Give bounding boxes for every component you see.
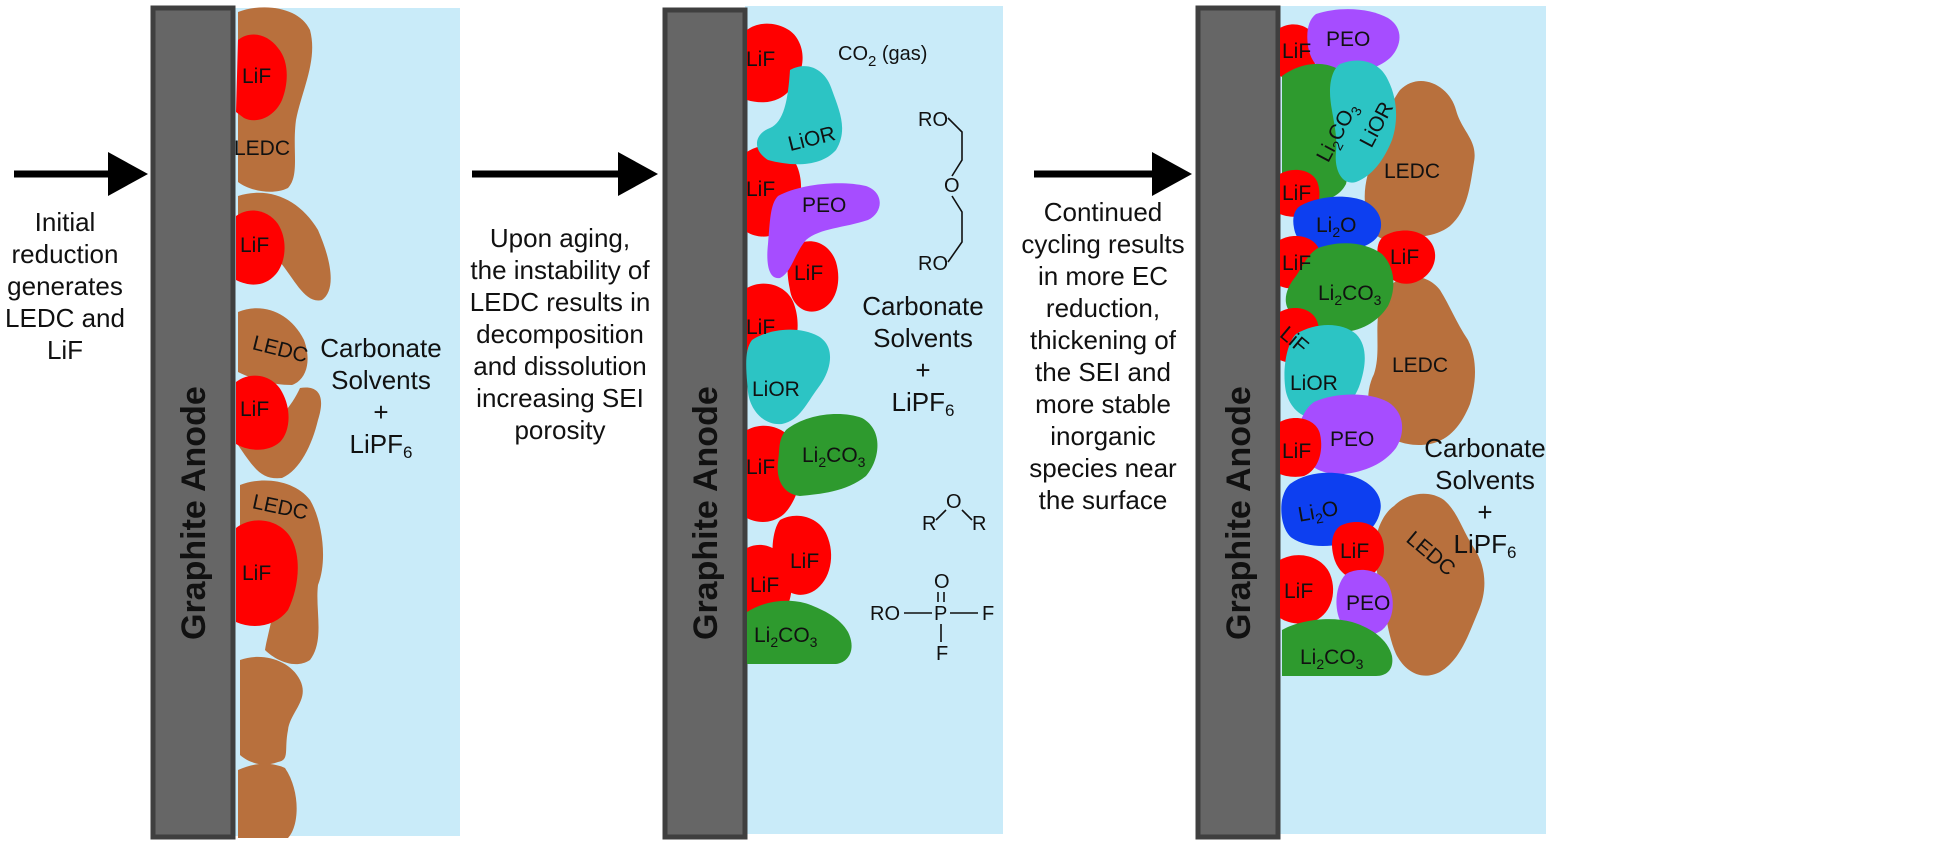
co2-gas-label: CO2 (gas) xyxy=(838,43,927,70)
lif-blob xyxy=(1280,555,1334,624)
lior-blob xyxy=(1330,60,1397,183)
peo-blob xyxy=(1297,394,1403,475)
label-peo: PEO xyxy=(802,194,846,217)
label-lif: LiF xyxy=(794,262,823,285)
mol-f-bottom: F xyxy=(936,643,948,665)
solvent-label-1: Carbonate Solvents + LiPF6 xyxy=(320,333,442,462)
label-lif: LiF xyxy=(1282,252,1311,275)
label-lif: LiF xyxy=(746,48,775,71)
lior-blob xyxy=(746,329,831,425)
mol-r-left: R xyxy=(922,513,936,535)
anode-label-1: Graphite Anode xyxy=(175,386,213,640)
label-li2o: Li2O xyxy=(1296,497,1340,530)
panel-1: Graphite Anode LiF LEDC LiF LEDC LiF LED… xyxy=(150,5,460,840)
label-lif: LiF xyxy=(746,456,775,479)
lif-blob xyxy=(1377,230,1436,284)
lif-blob xyxy=(1280,418,1322,477)
lif-blob xyxy=(236,375,289,450)
label-peo: PEO xyxy=(1330,428,1374,451)
ror-molecule: R O R xyxy=(922,491,986,535)
label-lif: LiF xyxy=(1282,40,1311,63)
lif-blob xyxy=(236,520,298,626)
lif-blob xyxy=(1332,522,1384,579)
arrow-1 xyxy=(14,152,148,196)
label-ledc: LEDC xyxy=(1392,354,1448,377)
mol-ro-p: RO xyxy=(870,603,900,625)
mol-bonds xyxy=(947,117,963,177)
ledc-blob xyxy=(240,656,303,765)
lif-blob xyxy=(772,515,832,595)
peo-blob xyxy=(1307,9,1400,73)
graphite-anode-1 xyxy=(150,5,236,840)
anode-label-2: Graphite Anode xyxy=(687,386,725,640)
label-li2co3: Li2CO3 xyxy=(1300,646,1364,672)
ether-molecule: RO O RO xyxy=(918,109,963,275)
label-lior: LiOR xyxy=(752,378,800,401)
mol-bond xyxy=(961,509,973,521)
label-lif: LiF xyxy=(242,65,271,88)
lior-blob xyxy=(756,66,843,165)
label-lif: LiF xyxy=(1390,246,1419,269)
graphite-anode-2 xyxy=(662,7,748,840)
label-lif: LiF xyxy=(746,316,775,339)
ledc-blob xyxy=(1375,493,1485,676)
label-ledc: LEDC xyxy=(1384,160,1440,183)
peo-blob xyxy=(1336,569,1393,636)
label-li2co3: Li2CO3 xyxy=(1318,282,1382,308)
mol-ro-bottom: RO xyxy=(918,253,948,275)
mol-bond xyxy=(935,509,947,521)
mol-r-right: R xyxy=(972,513,986,535)
phosphate-molecule: O RO P F F xyxy=(870,571,994,665)
label-lif: LiF xyxy=(1284,580,1313,603)
peo-blob xyxy=(767,183,880,279)
label-lif: LiF xyxy=(1282,440,1311,463)
arrow-3 xyxy=(1034,152,1192,196)
caption-step-2: Upon aging, the instability of LEDC resu… xyxy=(469,223,651,445)
label-lif: LiF xyxy=(790,550,819,573)
label-li2o: Li2O xyxy=(1316,214,1357,240)
label-lior: LiOR xyxy=(1290,372,1338,395)
graphite-anode-3 xyxy=(1195,5,1281,840)
arrow-2 xyxy=(472,152,658,196)
lif-blob xyxy=(236,210,285,285)
lif-blob xyxy=(787,241,839,312)
li2co3-blob xyxy=(1282,619,1393,676)
caption-step-3: Continued cycling results in more EC red… xyxy=(1021,197,1185,515)
label-lif: LiF xyxy=(1282,182,1311,205)
caption-step-1: Initial reduction generates LEDC and LiF xyxy=(5,207,125,365)
label-lif: LiF xyxy=(746,178,775,201)
ledc-blob xyxy=(1368,276,1475,446)
ledc-blob xyxy=(238,763,297,838)
mol-p: P xyxy=(934,603,947,625)
label-lif: LiF xyxy=(1340,540,1369,563)
mol-o-mid: O xyxy=(944,175,960,197)
li2co3-blob xyxy=(747,600,852,664)
label-peo: PEO xyxy=(1326,28,1370,51)
label-lif: LiF xyxy=(240,398,269,421)
label-ledc: LEDC xyxy=(234,137,290,160)
li2co3-blob xyxy=(1285,243,1394,332)
solvent-label-3: Carbonate Solvents + LiPF6 xyxy=(1424,433,1546,562)
lif-blob xyxy=(236,34,287,121)
label-lif: LiF xyxy=(750,574,779,597)
solvent-label-2: Carbonate Solvents + LiPF6 xyxy=(862,291,984,420)
mol-o-double: O xyxy=(934,571,950,593)
mol-f-right: F xyxy=(982,603,994,625)
panel-2: Graphite Anode LiF LiOR LiF PEO LiF LiF … xyxy=(662,6,1003,840)
mol-bonds xyxy=(947,195,963,263)
label-li2co3: Li2CO3 xyxy=(802,444,866,470)
label-li2co3: Li2CO3 xyxy=(754,624,818,650)
lif-blob xyxy=(747,23,803,103)
ledc-blob xyxy=(238,308,308,385)
li2o-blob xyxy=(1293,196,1382,252)
mol-o-center: O xyxy=(946,491,962,513)
li2co3-blob xyxy=(777,414,878,496)
label-lif: LiF xyxy=(242,562,271,585)
label-peo: PEO xyxy=(1346,592,1390,615)
mol-ro-top: RO xyxy=(918,109,948,131)
label-lif: LiF xyxy=(240,234,269,257)
anode-label-3: Graphite Anode xyxy=(1220,386,1258,640)
panel-3: Graphite Anode LiF PEO Li2CO3 LiOR LEDC … xyxy=(1195,5,1546,840)
